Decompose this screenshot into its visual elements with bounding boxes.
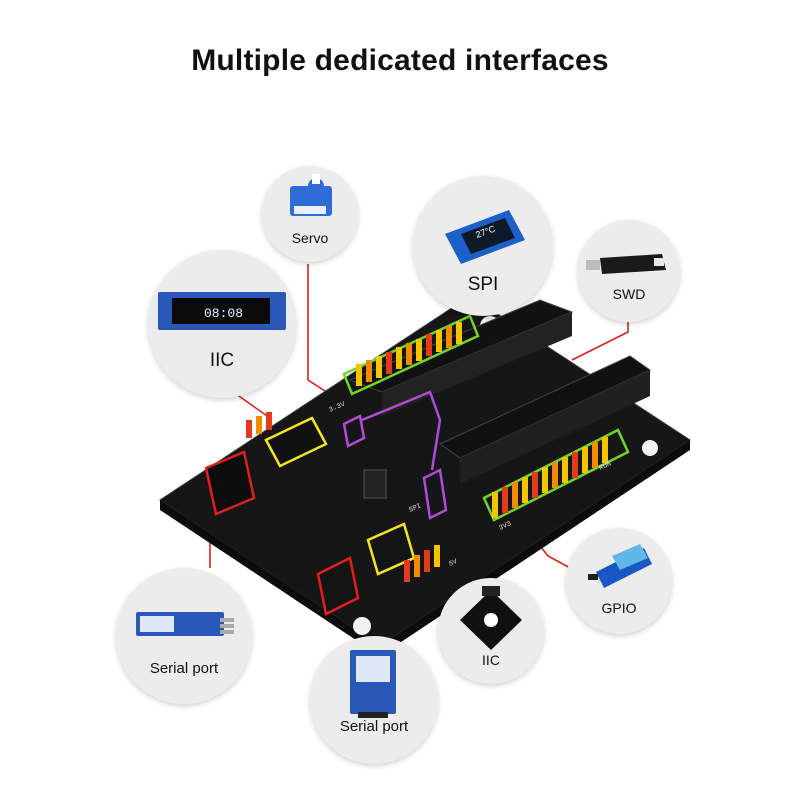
swd-callout: SWD	[578, 220, 680, 322]
iic-bottom-label: IIC	[482, 652, 500, 668]
expansion-board: 3.3V SPI 3V3 RUN 5V	[159, 295, 691, 656]
serial-left-label: Serial port	[149, 660, 219, 677]
page-title: Multiple dedicated interfaces	[191, 44, 609, 77]
spi-label: SPI	[467, 274, 499, 295]
serial-left-callout: Serial port	[116, 568, 252, 704]
svg-text:5V: 5V	[448, 558, 460, 569]
serial-bottom-label: Serial port	[339, 718, 409, 735]
gpio-callout: GPIO	[566, 528, 672, 634]
iic-sensor-icon	[460, 586, 522, 650]
servo-label: Servo	[291, 230, 329, 246]
servo-callout: Servo	[262, 166, 358, 262]
oled-module-icon: 08:08	[158, 292, 286, 330]
bluetooth-module-icon	[136, 612, 234, 636]
spi-callout: 27°C SPI	[413, 176, 553, 316]
hc06-module-icon	[350, 650, 396, 718]
gpio-label: GPIO	[601, 600, 637, 616]
serial-bottom-callout: Serial port	[310, 636, 438, 764]
oled-time-text: 08:08	[204, 306, 243, 321]
iic-top-label: IIC	[209, 350, 235, 371]
iic-oled-callout: 08:08 IIC	[148, 250, 296, 398]
spi-lcd-module-icon: 27°C	[445, 210, 525, 264]
swd-debugger-icon	[586, 254, 666, 274]
swd-label: SWD	[612, 286, 646, 302]
servo-module-icon	[290, 174, 332, 216]
iic-sensor-callout: IIC	[438, 578, 544, 684]
dht11-sensor-icon	[588, 544, 652, 588]
